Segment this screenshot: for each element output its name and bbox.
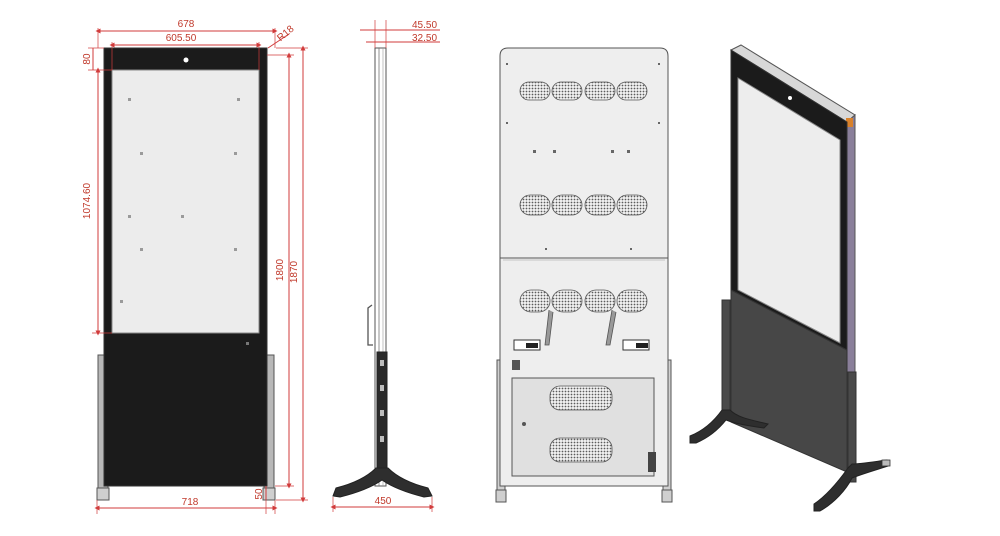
iso-right-foot <box>813 459 889 512</box>
back-panel <box>499 47 669 487</box>
dim-foot-height: 50 <box>254 488 265 500</box>
back-vents-middle <box>519 194 648 216</box>
front-screen <box>111 69 260 334</box>
dim-side-inner: 32.50 <box>412 33 437 44</box>
side-base-foot <box>332 467 433 498</box>
front-dimensions: 678 605.50 R18 80 1074.60 1800 1870 718 <box>82 19 308 514</box>
dim-overall-width: 678 <box>178 19 195 30</box>
dim-total-height: 1870 <box>289 260 300 283</box>
dim-base-width: 718 <box>182 497 199 508</box>
back-vents-lower <box>519 289 648 313</box>
dim-top-bezel: 80 <box>82 53 93 65</box>
back-view <box>495 47 673 503</box>
iso-screen <box>737 77 841 344</box>
front-view <box>96 47 276 501</box>
side-dimensions: 45.50 32.50 450 <box>330 20 440 512</box>
dim-height: 1800 <box>275 258 286 281</box>
dim-screen-height: 1074.60 <box>82 182 93 219</box>
iso-left-foot <box>689 409 769 444</box>
back-vents-top <box>519 81 648 101</box>
side-view <box>332 47 433 498</box>
dim-screen-width: 605.50 <box>166 33 197 44</box>
dim-corner-radius: R18 <box>275 23 296 44</box>
front-camera <box>183 57 189 63</box>
side-body <box>374 47 387 487</box>
isometric-view <box>689 44 891 512</box>
dim-side-outer: 45.50 <box>412 20 437 31</box>
dim-side-base: 450 <box>375 496 392 507</box>
